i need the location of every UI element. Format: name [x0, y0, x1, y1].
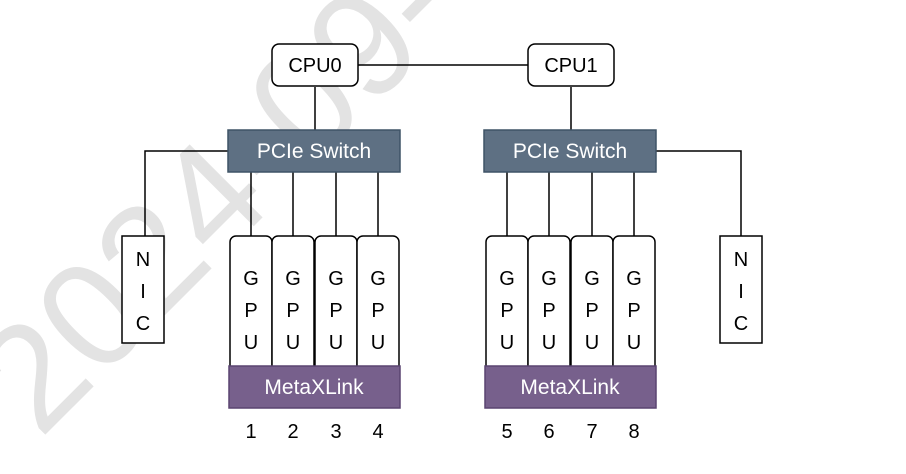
pcie-switch-1: PCIe Switch: [483, 129, 657, 173]
switch0-nic0-link: [144, 150, 228, 236]
gpu-2-letter-p: P: [286, 300, 299, 322]
gpu-6-letter-g: G: [541, 268, 557, 290]
metaxlink-bar-1: MetaXLink: [484, 365, 657, 409]
gpu-7-letter-u: U: [585, 332, 599, 354]
gpu-group-1: G P U G P U G P U G P U MetaXLink: [484, 235, 657, 409]
gpu-3-letter-p: P: [329, 300, 342, 322]
gpu-5-letter-g: G: [499, 268, 515, 290]
gpu-2: G P U: [271, 235, 315, 397]
gpu-7: G P U: [570, 235, 614, 397]
gpu-number-labels: 1 2 3 4 5 6 7 8: [245, 421, 639, 443]
gpu-4-letter-g: G: [370, 268, 386, 290]
nic-1-letter-c: C: [734, 313, 748, 335]
metaxlink-bar-0-label: MetaXLink: [264, 376, 364, 399]
nic-0: N I C: [121, 235, 165, 344]
cpu1-node: CPU1: [527, 43, 615, 87]
gpu-number-5: 5: [501, 421, 512, 443]
gpu-4-letter-p: P: [371, 300, 384, 322]
switch1-nic1-link: [656, 150, 742, 236]
gpu-6-letter-p: P: [542, 300, 555, 322]
gpu-7-letter-p: P: [585, 300, 598, 322]
pcie-switch-1-label: PCIe Switch: [513, 140, 627, 163]
cpu0-label: CPU0: [288, 55, 341, 77]
gpu-5-letter-p: P: [500, 300, 513, 322]
gpu-8-letter-p: P: [627, 300, 640, 322]
nic-0-letter-c: C: [136, 313, 150, 335]
gpu-3-letter-g: G: [328, 268, 344, 290]
gpu-group-0: G P U G P U G P U G P U MetaXLink: [228, 235, 401, 409]
gpu-number-1: 1: [245, 421, 256, 443]
gpu-8: G P U: [612, 235, 656, 397]
gpu-1-letter-u: U: [244, 332, 258, 354]
gpu-2-letter-g: G: [285, 268, 301, 290]
gpu-number-3: 3: [330, 421, 341, 443]
gpu-1-letter-g: G: [243, 268, 259, 290]
gpu-7-letter-g: G: [584, 268, 600, 290]
gpu-number-4: 4: [372, 421, 383, 443]
gpu-number-8: 8: [628, 421, 639, 443]
gpu-3-letter-u: U: [329, 332, 343, 354]
gpu-number-6: 6: [543, 421, 554, 443]
gpu-4-letter-u: U: [371, 332, 385, 354]
nic-1-letter-i: I: [738, 281, 744, 303]
nic-0-letter-n: N: [136, 249, 150, 271]
gpu-8-letter-u: U: [627, 332, 641, 354]
gpu-1: G P U: [229, 235, 273, 397]
nic-0-letter-i: I: [140, 281, 146, 303]
gpu-5-letter-u: U: [500, 332, 514, 354]
connection-lines: [144, 64, 742, 236]
gpu-3: G P U: [314, 235, 358, 397]
nic-1-letter-n: N: [734, 249, 748, 271]
metaxlink-bar-0: MetaXLink: [228, 365, 401, 409]
cpu0-node: CPU0: [271, 43, 359, 87]
cpu1-label: CPU1: [544, 55, 597, 77]
gpu-2-letter-u: U: [286, 332, 300, 354]
gpu-1-letter-p: P: [244, 300, 257, 322]
nic-1: N I C: [719, 235, 763, 344]
pcie-switch-0-label: PCIe Switch: [257, 140, 371, 163]
gpu-6: G P U: [527, 235, 571, 397]
gpu-number-7: 7: [586, 421, 597, 443]
gpu-6-letter-u: U: [542, 332, 556, 354]
pcie-switch-0: PCIe Switch: [227, 129, 401, 173]
gpu-4: G P U: [356, 235, 400, 397]
gpu-8-letter-g: G: [626, 268, 642, 290]
metaxlink-bar-1-label: MetaXLink: [520, 376, 620, 399]
gpu-number-2: 2: [287, 421, 298, 443]
